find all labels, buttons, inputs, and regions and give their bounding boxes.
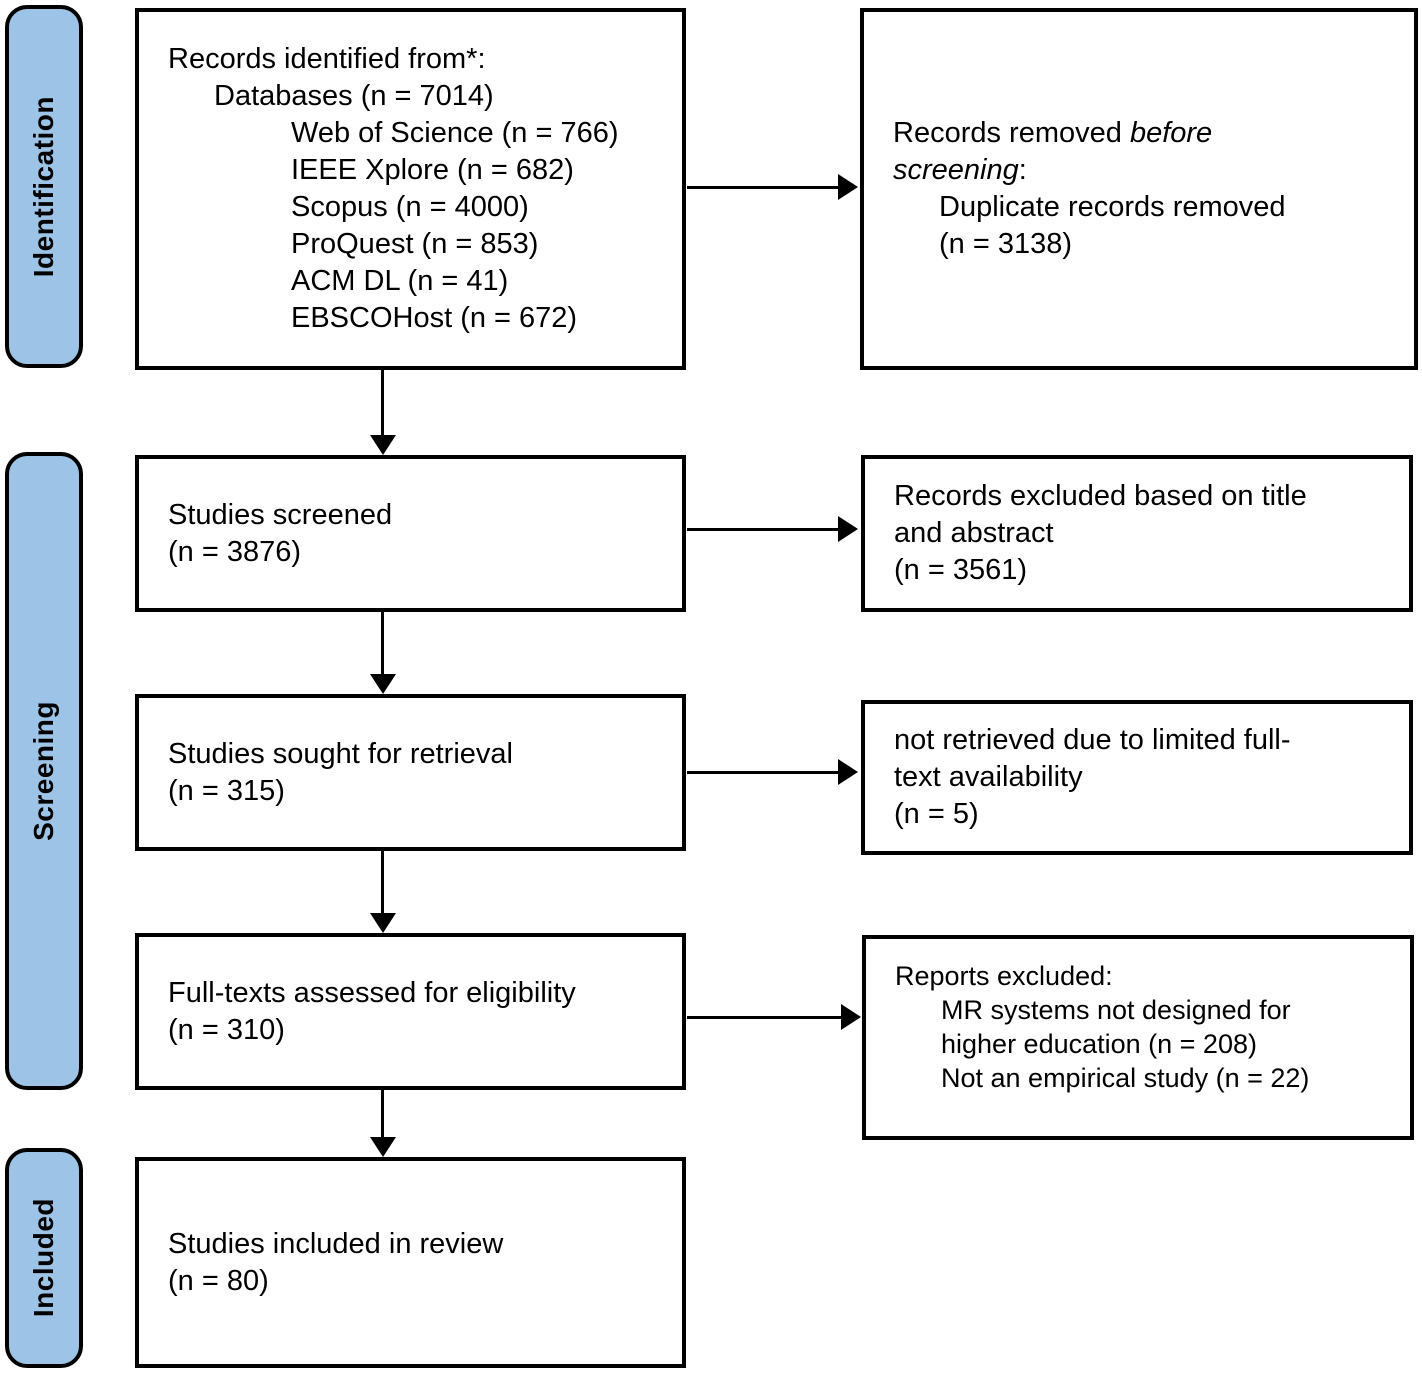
box-text-line: Not an empirical study (n = 22): [941, 1063, 1310, 1093]
box-text-line: higher education (n = 208): [941, 1029, 1257, 1059]
arrow-head-down-icon: [370, 1137, 396, 1157]
arrow-head-down-icon: [370, 674, 396, 694]
arrow-line: [381, 370, 384, 436]
box-text-line: Records removed before: [893, 117, 1213, 149]
box-text-line: Web of Science (n = 766): [291, 117, 619, 149]
box-text-line: Studies sought for retrieval: [168, 737, 513, 770]
arrow-line: [381, 612, 384, 675]
box-text-line: (n = 5): [894, 798, 979, 830]
arrow-head-down-icon: [370, 913, 396, 933]
box-text-line: Records excluded based on title: [894, 480, 1307, 512]
arrow-line: [687, 186, 840, 189]
box-studies-screened: Studies screened (n = 3876): [135, 455, 686, 612]
box-text-line: and abstract: [894, 517, 1054, 549]
box-records-identified: Records identified from*: Databases (n = …: [135, 8, 686, 370]
box-text-line: EBSCOHost (n = 672): [291, 302, 578, 334]
box-text-line: ProQuest (n = 853): [291, 228, 539, 260]
box-text-line: (n = 310): [168, 1013, 285, 1046]
box-text-line: Reports excluded:: [895, 961, 1113, 991]
arrow-line: [687, 1016, 843, 1019]
box-reports-excluded: Reports excluded: MR systems not designed…: [862, 935, 1414, 1140]
box-not-retrieved: not retrieved due to limited full-text a…: [861, 700, 1413, 855]
box-text-line: (n = 3561): [894, 554, 1028, 586]
arrow-head-right-icon: [838, 516, 858, 542]
stage-label-included: Included: [28, 1198, 59, 1318]
box-text-line: screening:: [893, 154, 1027, 186]
arrow-line: [687, 528, 840, 531]
stage-bar-included: Included: [5, 1148, 83, 1368]
box-text-line: not retrieved due to limited full-: [894, 724, 1291, 756]
arrow-line: [381, 1090, 384, 1138]
box-text-line: Records identified from*:: [168, 43, 486, 75]
arrow-head-right-icon: [838, 759, 858, 785]
arrow-line: [381, 851, 384, 914]
box-text-line: (n = 3138): [939, 228, 1073, 260]
box-text-line: Studies included in review: [168, 1227, 504, 1260]
box-text-line: Studies screened: [168, 498, 393, 531]
box-studies-included: Studies included in review (n = 80): [135, 1157, 686, 1368]
stage-label-identification: Identification: [28, 95, 59, 278]
box-text-line: text availability: [894, 761, 1083, 793]
stage-label-screening: Screening: [28, 701, 59, 841]
box-text-line: Duplicate records removed: [939, 191, 1286, 223]
box-records-excluded: Records excluded based on title and abstr…: [861, 455, 1413, 612]
stage-bar-identification: Identification: [5, 5, 83, 368]
arrow-head-right-icon: [841, 1004, 861, 1030]
box-fulltexts-assessed: Full-texts assessed for eligibility (n = …: [135, 933, 686, 1090]
arrow-head-right-icon: [838, 174, 858, 200]
box-text-line: IEEE Xplore (n = 682): [291, 154, 574, 186]
box-text-line: (n = 315): [168, 774, 285, 807]
arrow-line: [687, 771, 840, 774]
arrow-head-down-icon: [370, 435, 396, 455]
box-text-line: (n = 3876): [168, 535, 302, 568]
box-text-line: MR systems not designed for: [941, 995, 1291, 1025]
stage-bar-screening: Screening: [5, 452, 83, 1090]
box-text-line: Databases (n = 7014): [214, 80, 494, 112]
box-text-line: Full-texts assessed for eligibility: [168, 976, 576, 1009]
box-text-line: Scopus (n = 4000): [291, 191, 529, 223]
box-records-removed: Records removed before screening: Duplicat…: [860, 8, 1418, 370]
box-studies-sought: Studies sought for retrieval (n = 315): [135, 694, 686, 851]
box-text-line: ACM DL (n = 41): [291, 265, 509, 297]
box-text-line: (n = 80): [168, 1264, 269, 1297]
